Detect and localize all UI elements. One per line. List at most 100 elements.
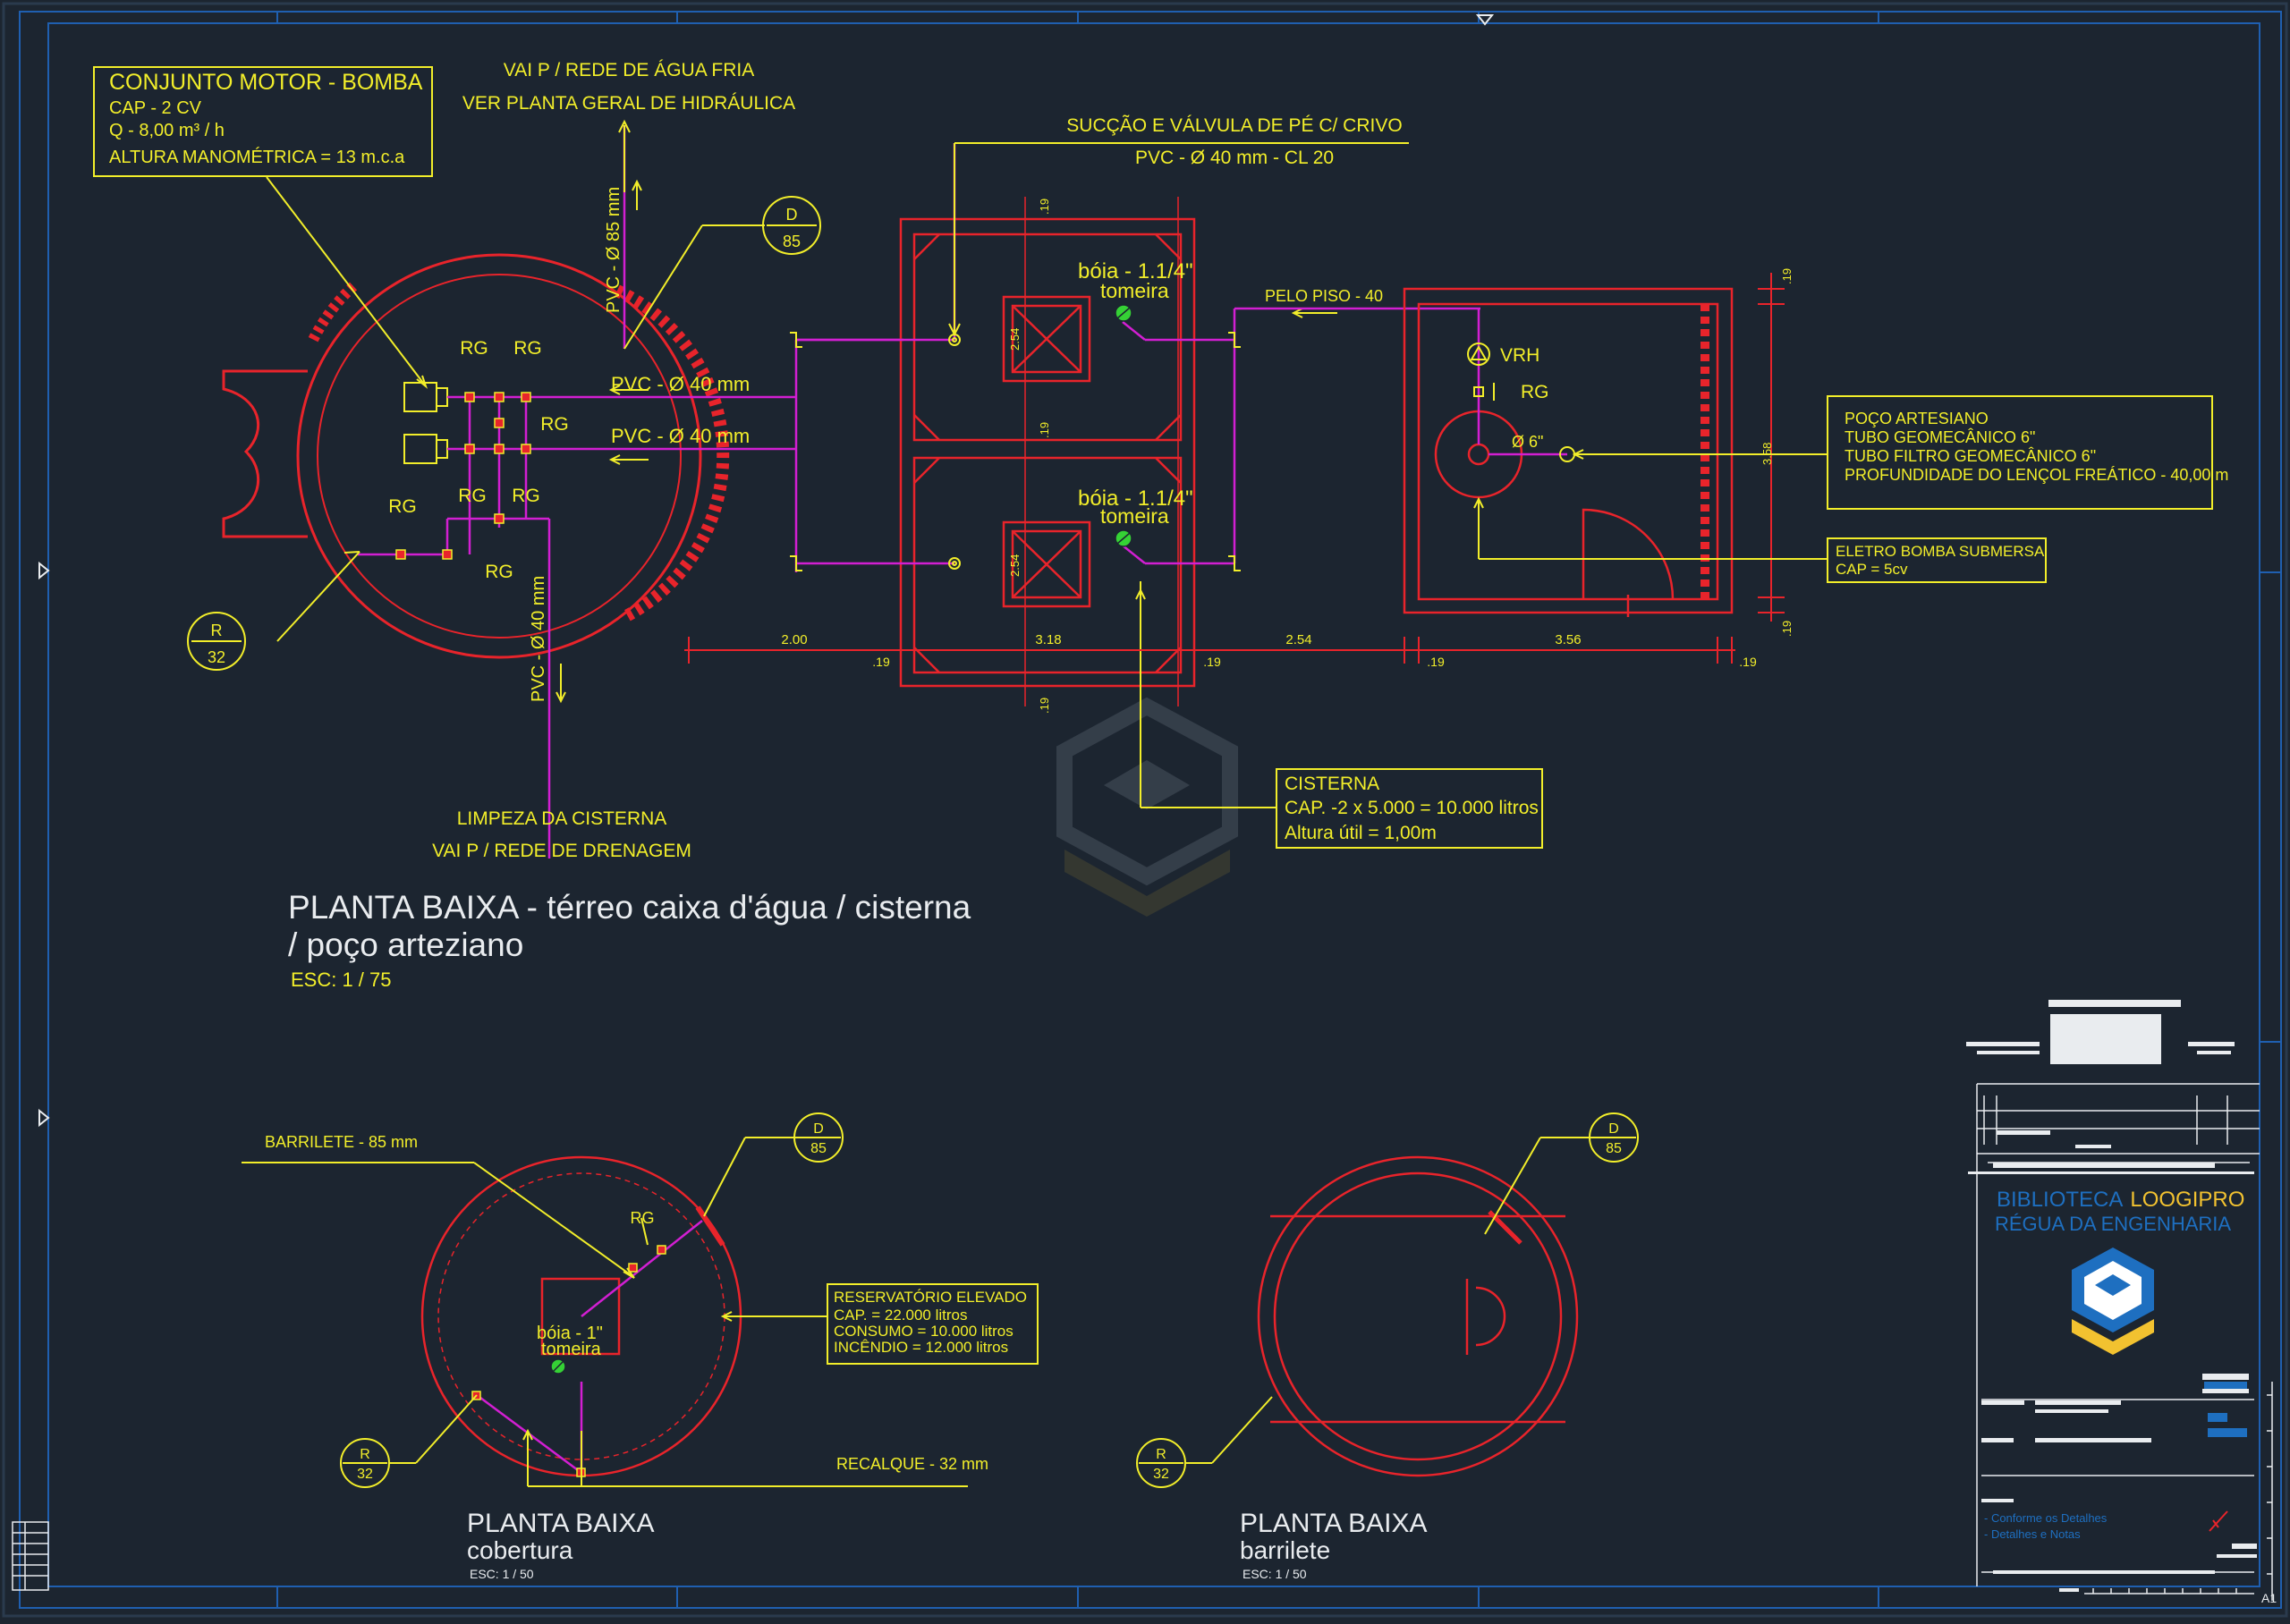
cold-water-note-2: VER PLANTA GERAL DE HIDRÁULICA [462,93,795,114]
dim-356: 3.56 [1555,632,1581,647]
brand-subtitle: RÉGUA DA ENGENHARIA [1995,1213,2231,1235]
well-depth: PROFUNDIDADE DO LENÇOL FREÁTICO - 40,00 … [1845,466,2228,484]
barrilete-leaders [1185,1137,1591,1464]
marker-d-number: 85 [810,1141,827,1156]
cistern-label-cap: CAP. -2 x 5.000 = 10.000 litros [1285,798,1539,818]
roof-leaders [242,1137,968,1487]
rg-label: RG [540,414,569,435]
sheet-size: A1 [2261,1591,2277,1605]
marker-r-letter: R [1156,1447,1166,1462]
side-ruler [2267,1382,2273,1601]
suction-note-2: PVC - Ø 40 mm - CL 20 [1135,148,1334,168]
dim-v358: 3.58 [1760,443,1774,465]
dim-v254: 2.54 [1008,554,1022,577]
roof-fittings [471,1245,666,1477]
pump-units [403,382,448,464]
print-table-icon [12,1521,49,1591]
roof-plan-title: PLANTA BAIXA [467,1509,655,1538]
dim-19: .19 [1038,199,1051,215]
dim-19: .19 [1780,621,1794,637]
roof-float-label: bóia - 1" [537,1324,603,1343]
cistern-label-title: CISTERNA [1285,774,1379,794]
marker-r-letter: R [211,622,223,639]
dim-254: 2.54 [1285,632,1311,647]
callout-boxes [93,66,2213,1365]
cistern-plan [899,197,1196,706]
rg-label: RG [513,338,542,359]
rg-label: RG [631,1209,655,1227]
marker-circles [187,196,1639,1488]
float-label-1: bóia - 1.1/4" [1078,259,1193,283]
rg-label: RG [485,562,513,582]
tap-label-2: tomeira [1100,504,1169,528]
red-check-icon [2209,1510,2228,1532]
marker-r-number: 32 [357,1467,373,1482]
marker-d-letter: D [786,206,798,224]
marker-d-number: 85 [1606,1141,1622,1156]
suction-note-1: SUCÇÃO E VÁLVULA DE PÉ C/ CRIVO [1066,114,1402,136]
dim-19: .19 [1038,698,1051,714]
reservoir-consumo: CONSUMO = 10.000 litros [834,1323,1014,1340]
dim-v254: 2.54 [1008,328,1022,351]
well-tube-2: TUBO FILTRO GEOMECÂNICO 6" [1845,447,2096,465]
dim-318: 3.18 [1035,632,1061,647]
barrilete-label: BARRILETE - 85 mm [265,1133,418,1151]
rg-label: RG [512,486,540,506]
tap-label-1: tomeira [1100,279,1169,302]
rg-label: RG [458,486,487,506]
float-label-2: bóia - 1.1/4" [1078,486,1193,511]
motor-pump-cap: CAP - 2 CV [109,98,202,118]
pump-room-piping [358,125,903,859]
title-block-note-1: - Conforme os Detalhes [1984,1511,2108,1525]
marker-d-number: 85 [783,233,801,250]
well-fittings [1467,343,1828,560]
rg-label: RG [1521,382,1549,402]
marker-r-number: 32 [208,648,225,666]
main-title-line-1: PLANTA BAIXA - térreo caixa d'água / cis… [288,889,971,926]
frame-arrow-icons [38,14,1495,1128]
rg-label: RG [388,496,417,517]
vrh-label: VRH [1500,345,1539,366]
pipe-85-label: PVC - Ø 85 mm [604,187,623,313]
flow-arrows [556,119,1337,704]
cistern-label-height: Altura útil = 1,00m [1285,823,1437,843]
brand-text-a: BIBLIOTECA [1997,1188,2123,1212]
barrilete-plan-subtitle: barrilete [1240,1536,1330,1564]
main-title-line-2: / poço arteziano [288,926,523,963]
pipe-40-label-a: PVC - Ø 40 mm [611,373,750,395]
marker-r-number: 32 [1153,1467,1169,1482]
roof-plan-subtitle: cobertura [467,1536,573,1564]
cleaning-note-2: VAI P / REDE DE DRENAGEM [432,841,691,861]
cold-water-note-1: VAI P / REDE DE ÁGUA FRIA [504,60,754,80]
barrilete-plan-scale: ESC: 1 / 50 [1243,1567,1307,1581]
pipe-40-label-b: PVC - Ø 40 mm [611,425,750,447]
scale-ruler [2084,1588,2254,1594]
floor-pipe-label: PELO PISO - 40 [1265,287,1383,305]
recalque-label: RECALQUE - 32 mm [836,1455,988,1473]
brand-text: BIBLIOTECA LOOGIPRO [1997,1188,2244,1212]
roof-float-icon [550,1358,566,1374]
pump-room-fittings [395,392,531,560]
marker-r-letter: R [360,1447,370,1462]
motor-pump-head: ALTURA MANOMÉTRICA = 13 m.c.a [109,147,405,167]
pump-room-plan [222,253,730,659]
pipe-40-down-label: PVC - Ø 40 mm [529,576,548,702]
float-valve-icons [1115,304,1132,547]
dim-19: .19 [1427,655,1445,669]
cleaning-note-1: LIMPEZA DA CISTERNA [457,808,667,829]
well-diameter-label: Ø 6" [1512,433,1543,451]
title-block-logo-icon [2072,1248,2154,1355]
well-piping [1477,309,1567,456]
brand-text-b: LOOGIPRO [2130,1188,2244,1212]
dim-19: .19 [1780,268,1794,284]
title-block [1966,1000,2273,1601]
submersible-pump-title: ELETRO BOMBA SUBMERSA [1836,543,2045,560]
reservoir-cap: CAP. = 22.000 litros [834,1307,967,1324]
barrilete-plan [1257,1155,1579,1477]
marker-d-letter: D [813,1121,824,1137]
dim-19: .19 [872,655,890,669]
dim-200: 2.00 [781,632,807,647]
